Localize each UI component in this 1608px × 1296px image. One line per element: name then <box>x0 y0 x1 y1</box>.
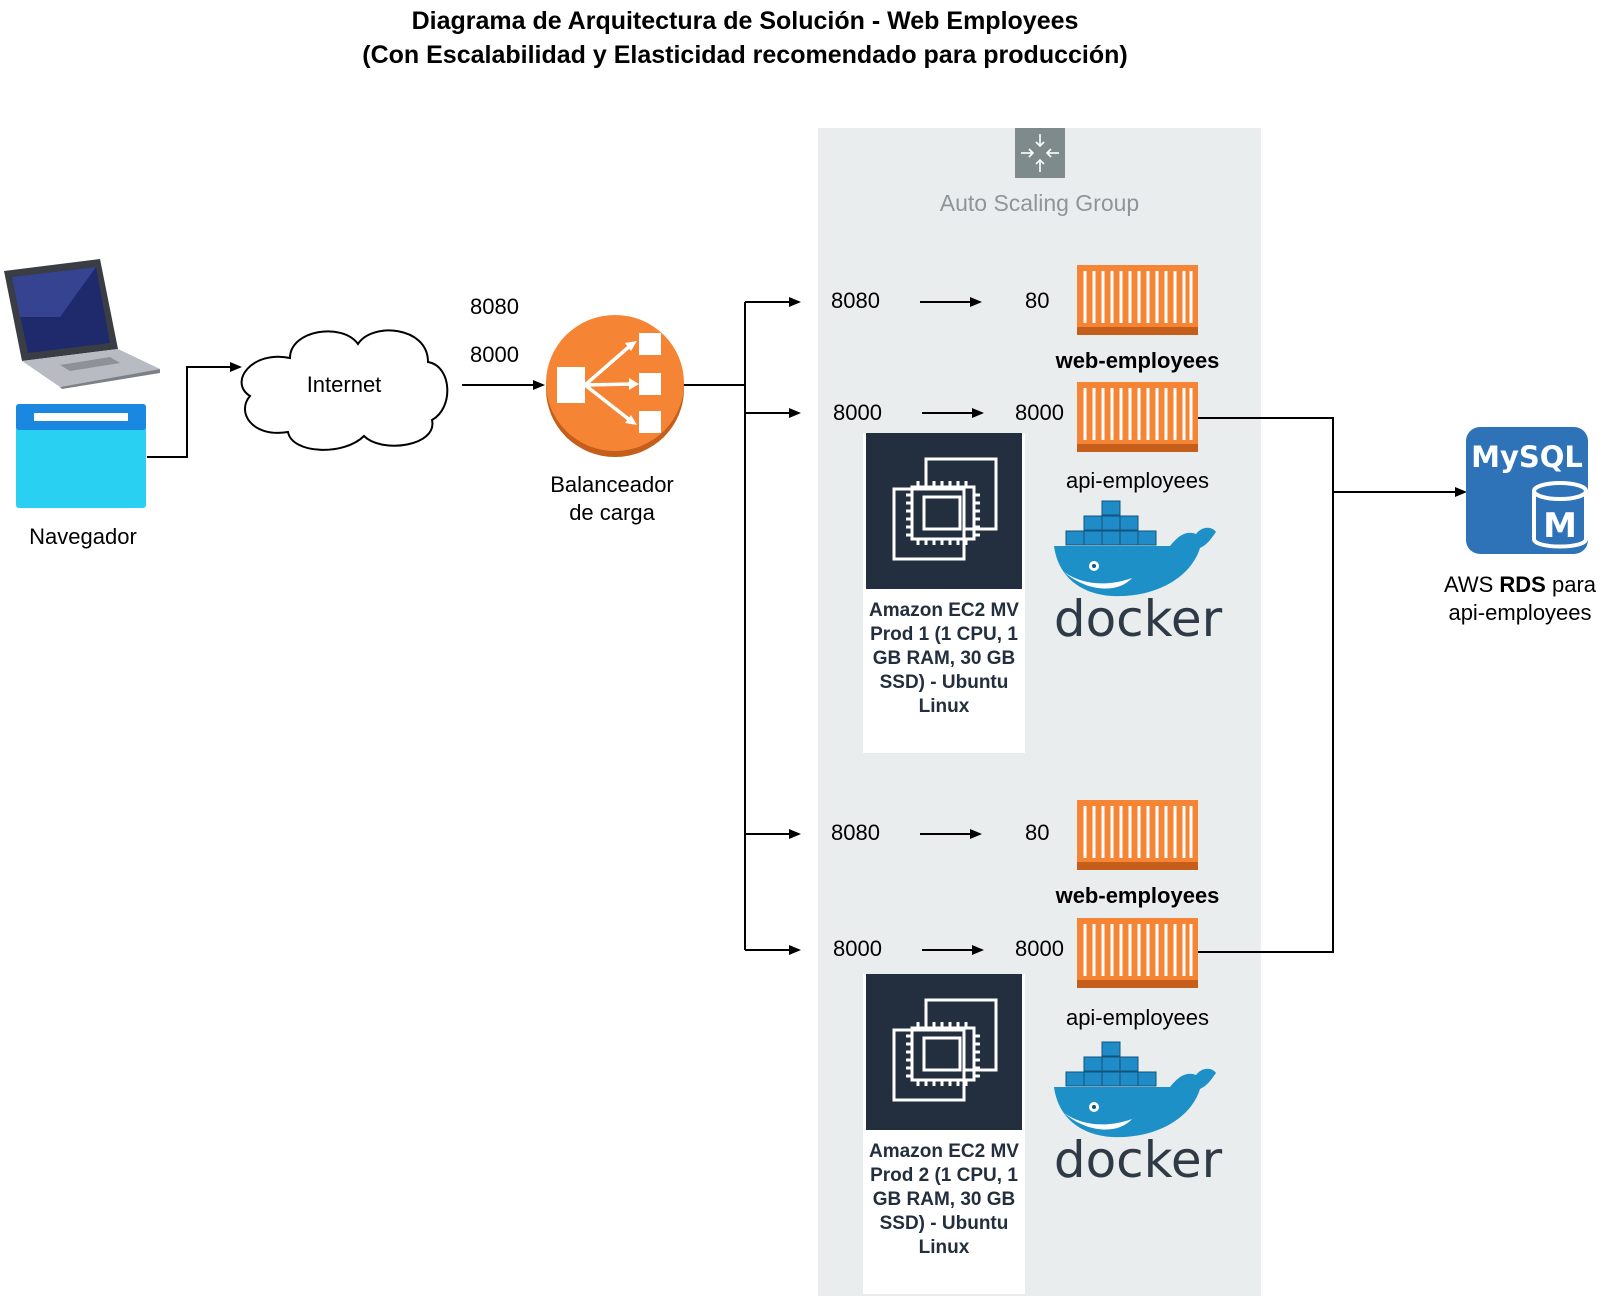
browser-label: Navegador <box>29 524 137 549</box>
lb-label-line2: de carga <box>569 500 655 525</box>
load-balancer-icon[interactable] <box>545 313 685 457</box>
rds-label-prefix: AWS <box>1443 572 1494 597</box>
web-container-name: web-employees <box>1055 883 1220 908</box>
api-host-port: 8000 <box>833 400 882 425</box>
lb-label-line1: Balanceador <box>550 472 674 497</box>
cloud-icon <box>232 316 456 456</box>
rds-mysql-icon[interactable]: MySQL M <box>1466 427 1588 554</box>
laptop-icon <box>0 257 162 389</box>
docker-wordmark: docker <box>1054 590 1223 645</box>
ec2-label: Amazon EC2 MV Prod 2 (1 CPU, 1 GB RAM, 3… <box>869 1141 1019 1258</box>
docker-logo-icon: docker <box>1050 1041 1225 1189</box>
api-container-icon[interactable] <box>1077 382 1198 452</box>
internet-label: Internet <box>306 372 382 397</box>
auto-scaling-group-label: Auto Scaling Group <box>939 190 1140 216</box>
ec2-chip-icon <box>866 974 1022 1130</box>
rds-label-bold: RDS <box>1499 572 1546 597</box>
rds-master-badge: M <box>1543 506 1577 546</box>
rds-label-line2: api-employees <box>1448 600 1592 625</box>
web-container-icon[interactable] <box>1077 265 1198 335</box>
ec2-instance-card[interactable]: Amazon EC2 MV Prod 2 (1 CPU, 1 GB RAM, 3… <box>863 974 1025 1294</box>
docker-logo-icon: docker <box>1050 500 1225 648</box>
web-container-port: 80 <box>1025 820 1050 845</box>
lb-port-8080: 8080 <box>470 294 519 319</box>
mysql-wordmark: MySQL <box>1471 440 1583 474</box>
api-host-port: 8000 <box>833 936 882 961</box>
auto-scaling-icon <box>1015 128 1065 178</box>
api-container-port: 8000 <box>1015 400 1064 425</box>
web-host-port: 8080 <box>831 820 880 845</box>
lb-port-8000: 8000 <box>470 342 519 367</box>
web-container-name: web-employees <box>1055 348 1220 373</box>
web-container-port: 80 <box>1025 288 1050 313</box>
ec2-chip-icon <box>866 433 1022 589</box>
diagram-title-line1: Diagrama de Arquitectura de Solución - W… <box>411 7 1079 35</box>
api-container-name: api-employees <box>1065 468 1210 493</box>
docker-wordmark: docker <box>1054 1131 1223 1186</box>
api-container-name: api-employees <box>1065 1005 1210 1030</box>
rds-label-line1: AWS RDS para <box>1432 572 1608 598</box>
api-container-port: 8000 <box>1015 936 1064 961</box>
api-container-icon[interactable] <box>1077 918 1198 988</box>
diagram-title-line2: (Con Escalabilidad y Elasticidad recomen… <box>362 41 1128 69</box>
ec2-instance-card[interactable]: Amazon EC2 MV Prod 1 (1 CPU, 1 GB RAM, 3… <box>863 433 1025 753</box>
ec2-label: Amazon EC2 MV Prod 1 (1 CPU, 1 GB RAM, 3… <box>869 600 1019 717</box>
web-host-port: 8080 <box>831 288 880 313</box>
rds-label-suffix: para <box>1551 572 1597 597</box>
browser-window-icon[interactable] <box>16 404 146 508</box>
web-container-icon[interactable] <box>1077 800 1198 870</box>
